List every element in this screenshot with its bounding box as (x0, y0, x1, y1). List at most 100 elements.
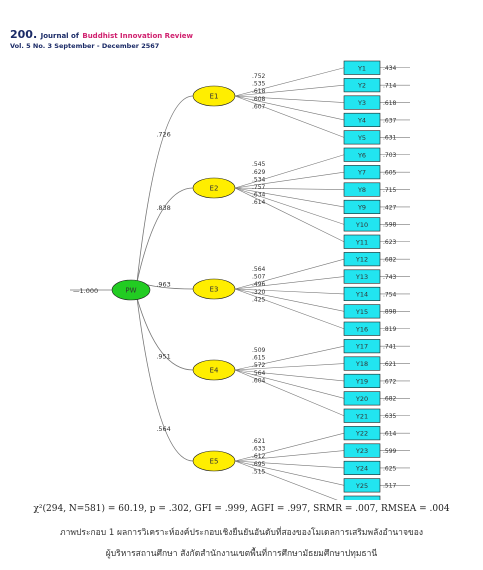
error-value-y4: .637 (383, 117, 397, 124)
path-coef-e4: .951 (156, 352, 170, 360)
loading-value-y19: .572 (252, 362, 266, 369)
error-value-y21: .635 (383, 413, 397, 420)
indicator-box-y9 (343, 199, 381, 214)
path-coef-e1: .726 (156, 131, 170, 139)
loading-line-y16 (234, 288, 345, 330)
error-value-y24: .625 (383, 465, 397, 472)
error-value-y17: .741 (383, 343, 397, 350)
journal-name: Buddhist Innovation Review (82, 32, 193, 40)
indicator-label-y25: Y25 (355, 482, 368, 490)
error-value-y10: .598 (383, 222, 397, 229)
indicator-box-y10 (343, 217, 381, 232)
journal-prefix: Journal of (40, 32, 79, 40)
loading-line-y26 (234, 460, 338, 500)
loading-line-y9 (234, 187, 345, 208)
indicator-box-y12 (343, 252, 381, 267)
error-value-y11: .623 (383, 239, 397, 246)
loading-value-y4: .608 (252, 96, 266, 103)
indicator-label-y18: Y18 (355, 360, 368, 368)
loading-line-y13 (234, 276, 345, 290)
indicator-label-y16: Y16 (355, 325, 368, 333)
indicator-box-y19 (343, 373, 381, 389)
indicator-box-y25 (343, 478, 381, 493)
cfa-path-diagram: —1.000.726Y1.434.752Y2.714.535Y3.618.618… (70, 60, 410, 500)
loading-line-y18 (234, 363, 345, 371)
indicator-label-y23: Y23 (355, 447, 368, 455)
indicator-label-y17: Y17 (355, 343, 368, 351)
path-pw-e4 (136, 297, 194, 371)
indicator-box-y17 (343, 339, 381, 354)
loading-value-y22: .621 (252, 438, 266, 445)
loading-line-y5 (234, 95, 345, 138)
indicator-label-y1: Y1 (357, 64, 366, 72)
root-ellipse-pw (111, 279, 151, 301)
error-value-y5: .631 (383, 135, 397, 142)
indicator-box-y21 (343, 408, 381, 423)
error-value-y9: .427 (383, 204, 397, 211)
indicator-box-y18 (343, 356, 381, 371)
error-value-y18: .621 (383, 361, 397, 368)
loading-value-y9: .757 (252, 184, 266, 191)
error-value-y15: .898 (383, 309, 397, 316)
loading-value-y14: .496 (252, 281, 266, 288)
indicator-label-y11: Y11 (355, 238, 368, 246)
loading-value-y5: .607 (252, 103, 266, 110)
indicator-box-y14 (343, 286, 381, 302)
fit-statistics: χ²(294, N=581) = 60.19, p = .302, GFI = … (33, 504, 450, 514)
factor-label-e5: E5 (210, 458, 219, 466)
indicator-box-y23 (343, 443, 381, 458)
loading-value-y18: .615 (252, 355, 266, 362)
loading-line-y6 (234, 154, 345, 189)
loading-value-y6: .545 (252, 161, 266, 168)
indicator-label-y6: Y6 (357, 151, 366, 159)
indicator-box-y15 (343, 304, 381, 319)
factor-ellipse-e4 (192, 359, 236, 381)
error-value-y16: .819 (383, 326, 397, 333)
error-value-y14: .754 (383, 291, 397, 298)
indicator-label-y5: Y5 (357, 134, 366, 142)
loading-value-y23: .633 (252, 446, 266, 453)
loading-line-y3 (234, 95, 345, 103)
loading-value-y12: .564 (252, 266, 266, 273)
loading-line-y15 (234, 288, 345, 312)
loading-line-y21 (234, 369, 345, 417)
loading-value-y20: .564 (252, 370, 266, 377)
journal-header: 200. Journal of Buddhist Innovation Revi… (10, 28, 193, 41)
loading-value-y1: .752 (252, 73, 266, 80)
error-value-y23: .599 (383, 448, 397, 455)
error-value-y13: .743 (383, 274, 397, 281)
indicator-box-y8 (343, 182, 381, 197)
loading-line-y23 (234, 450, 345, 462)
root-label-pw: PW (125, 287, 136, 295)
factor-label-e1: E1 (210, 93, 219, 101)
indicator-label-y3: Y3 (357, 99, 366, 107)
indicator-label-y14: Y14 (355, 290, 368, 298)
loading-line-y24 (234, 460, 345, 469)
indicator-label-y19: Y19 (355, 377, 368, 385)
error-value-y2: .714 (383, 82, 397, 89)
loading-value-y17: .509 (252, 347, 266, 354)
path-coef-e2: .838 (156, 204, 170, 212)
indicator-label-y4: Y4 (357, 116, 366, 124)
indicator-box-y26 (343, 495, 381, 500)
factor-ellipse-e5 (192, 450, 236, 472)
indicator-label-y22: Y22 (355, 430, 368, 438)
loading-line-y11 (234, 187, 345, 243)
path-coef-e5: .564 (156, 425, 170, 433)
factor-label-e4: E4 (210, 367, 219, 375)
error-value-y12: .682 (383, 256, 397, 263)
indicator-box-y6 (343, 147, 381, 162)
indicator-box-y3 (343, 95, 381, 110)
loading-value-y21: .604 (252, 377, 266, 384)
indicator-label-y15: Y15 (355, 308, 368, 316)
factor-ellipse-e3 (192, 278, 236, 300)
loading-line-y14 (234, 288, 345, 295)
loading-line-y12 (234, 258, 345, 290)
indicator-label-y10: Y10 (355, 221, 368, 229)
error-value-y20: .682 (383, 396, 397, 403)
loading-value-y11: .614 (252, 199, 266, 206)
factor-ellipse-e1 (192, 85, 236, 107)
loading-value-y26: .515 (252, 468, 266, 475)
indicator-label-y26: Y26 (355, 499, 368, 500)
error-value-y1: .434 (383, 65, 397, 72)
